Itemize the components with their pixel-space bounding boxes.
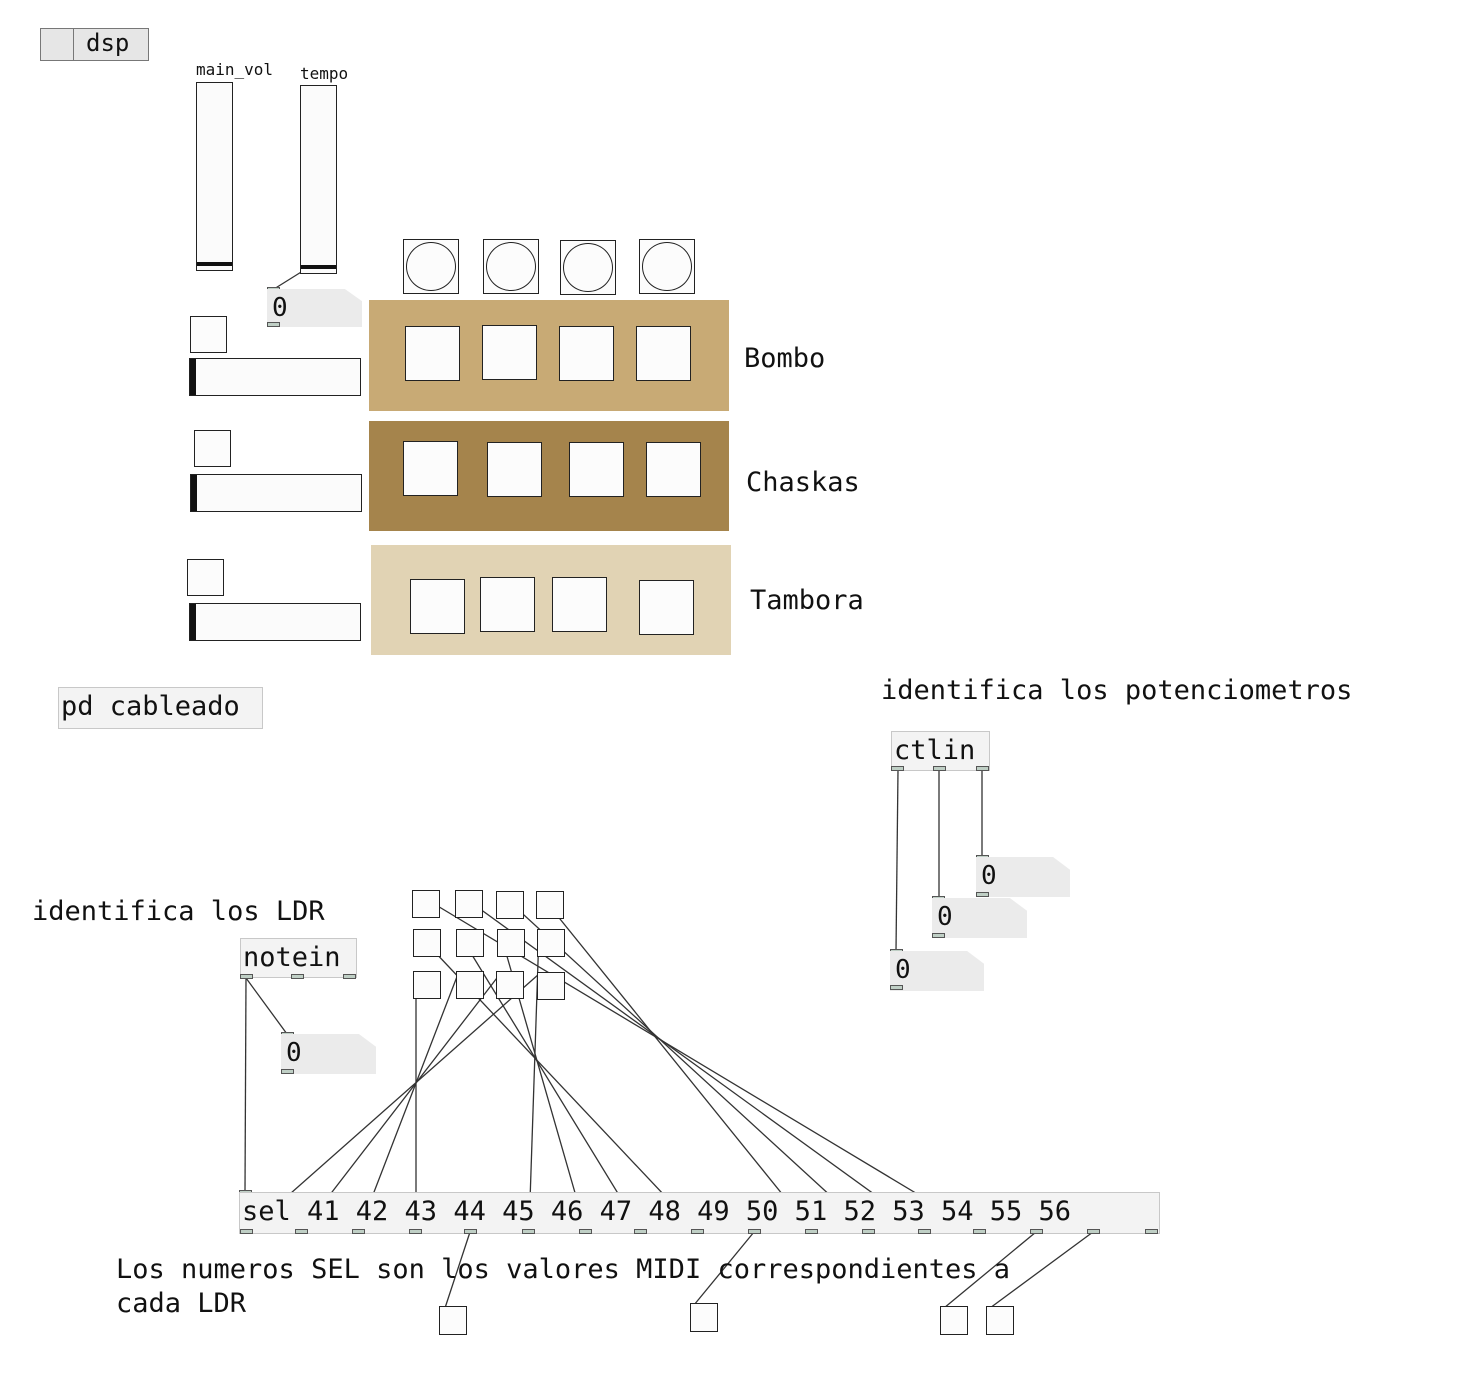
bang-circle-icon[interactable] <box>483 239 539 294</box>
output-toggle[interactable] <box>986 1306 1014 1335</box>
sel-comment-line1: Los numeros SEL son los valores MIDI cor… <box>116 1254 1011 1285</box>
output-toggle[interactable] <box>439 1306 467 1335</box>
sel-outlet <box>1145 1229 1158 1234</box>
sel-outlet <box>522 1229 535 1234</box>
bombo-label: Bombo <box>744 343 826 374</box>
tambora-step-toggle[interactable] <box>480 577 535 632</box>
ldr-toggle[interactable] <box>537 929 565 957</box>
sel-outlet <box>805 1229 818 1234</box>
sel-comment-line2: cada LDR <box>116 1288 247 1319</box>
sel-outlet <box>464 1229 477 1234</box>
number-outlet <box>976 892 989 897</box>
dsp-toggle[interactable] <box>40 28 74 61</box>
sel-outlet <box>295 1229 308 1234</box>
tambora-step-toggle[interactable] <box>552 577 607 632</box>
chaskas-step-toggle[interactable] <box>403 441 458 496</box>
ctlin-value-number[interactable]: 0 <box>976 857 1070 897</box>
sel-outlet <box>973 1229 986 1234</box>
ctlin-controller-number[interactable]: 0 <box>932 898 1027 938</box>
tambora-step-toggle[interactable] <box>410 579 465 634</box>
tempo-slider[interactable] <box>300 85 337 274</box>
number-outlet <box>932 933 945 938</box>
sel-outlet <box>918 1229 931 1234</box>
ldr-toggle[interactable] <box>536 891 564 919</box>
sel-outlet <box>862 1229 875 1234</box>
chaskas-volume-slider[interactable] <box>190 474 362 512</box>
sel-outlet <box>352 1229 365 1234</box>
tambora-label: Tambora <box>750 585 864 616</box>
number-outlet <box>281 1069 294 1074</box>
bombo-step-toggle[interactable] <box>482 325 537 380</box>
chaskas-step-toggle[interactable] <box>569 442 624 497</box>
sel-outlet <box>634 1229 647 1234</box>
ldr-toggle[interactable] <box>412 890 440 918</box>
bang-circle-icon[interactable] <box>560 240 616 295</box>
tambora-volume-slider[interactable] <box>189 603 361 641</box>
sel-object[interactable]: sel 41 42 43 44 45 46 47 48 49 50 51 52 … <box>239 1192 1160 1234</box>
bombo-step-toggle[interactable] <box>636 326 691 381</box>
ctlin-outlet <box>891 766 904 771</box>
ctlin-object[interactable]: ctlin <box>891 731 990 771</box>
tempo-number[interactable]: 0 <box>267 289 362 327</box>
potenciometros-comment: identifica los potenciometros <box>881 675 1353 706</box>
main-vol-label: main_vol <box>196 60 274 79</box>
ldr-toggle[interactable] <box>456 971 484 999</box>
tempo-label: tempo <box>300 64 349 83</box>
output-toggle[interactable] <box>940 1306 968 1335</box>
output-toggle[interactable] <box>690 1303 718 1332</box>
notein-number[interactable]: 0 <box>281 1034 376 1074</box>
ldr-toggle[interactable] <box>537 972 565 1000</box>
ldr-toggle[interactable] <box>456 929 484 957</box>
notein-outlet <box>240 974 253 979</box>
sel-outlet <box>579 1229 592 1234</box>
chaskas-step-toggle[interactable] <box>646 442 701 497</box>
tambora-mute-toggle[interactable] <box>187 559 224 596</box>
ctlin-outlet <box>976 766 989 771</box>
ldr-toggle[interactable] <box>413 929 441 957</box>
ctlin-channel-number[interactable]: 0 <box>890 951 984 991</box>
ldr-toggle[interactable] <box>496 971 524 999</box>
sel-outlet <box>409 1229 422 1234</box>
ctlin-outlet <box>933 766 946 771</box>
notein-object[interactable]: notein <box>240 938 357 978</box>
ldr-toggle[interactable] <box>455 890 483 918</box>
dsp-label: dsp <box>86 29 130 57</box>
ldr-toggle[interactable] <box>497 929 525 957</box>
bombo-step-toggle[interactable] <box>405 326 460 381</box>
ldr-comment: identifica los LDR <box>32 896 325 927</box>
chaskas-label: Chaskas <box>746 467 860 498</box>
tempo-number-outlet <box>267 322 280 327</box>
bang-circle-icon[interactable] <box>639 239 695 294</box>
sel-outlet <box>691 1229 704 1234</box>
tambora-step-toggle[interactable] <box>639 580 694 635</box>
sel-outlet <box>1087 1229 1100 1234</box>
sel-outlet <box>240 1229 253 1234</box>
bombo-step-toggle[interactable] <box>559 326 614 381</box>
bombo-volume-slider[interactable] <box>189 358 361 396</box>
chaskas-mute-toggle[interactable] <box>194 430 231 467</box>
ldr-toggle[interactable] <box>496 891 524 919</box>
main-vol-slider[interactable] <box>196 82 233 271</box>
sel-outlet <box>748 1229 761 1234</box>
bang-circle-icon[interactable] <box>403 239 459 294</box>
ldr-toggle[interactable] <box>413 971 441 999</box>
number-outlet <box>890 985 903 990</box>
sel-outlet <box>1030 1229 1043 1234</box>
dsp-label-box: dsp <box>73 28 149 61</box>
notein-outlet <box>343 974 356 979</box>
pd-cableado-object[interactable]: pd cableado <box>58 687 263 729</box>
notein-outlet <box>291 974 304 979</box>
bombo-mute-toggle[interactable] <box>190 316 227 353</box>
chaskas-step-toggle[interactable] <box>487 442 542 497</box>
